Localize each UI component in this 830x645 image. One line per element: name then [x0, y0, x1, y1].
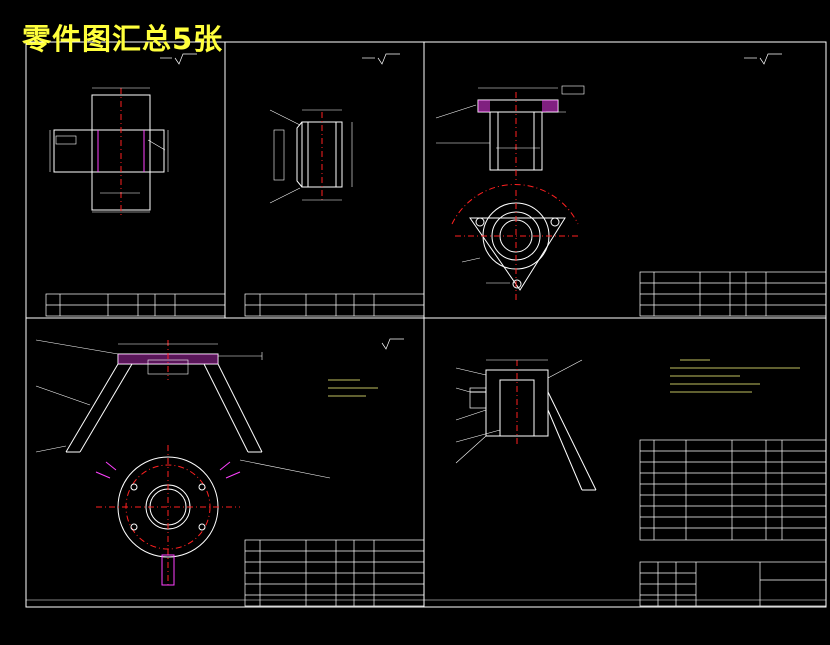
part-drawing-3	[435, 53, 782, 300]
parts-table-3	[639, 271, 827, 317]
parts-table-5	[639, 439, 827, 541]
sheet-frames	[25, 41, 827, 608]
part-drawing-2	[269, 53, 400, 204]
parts-table-1	[45, 293, 226, 317]
technical-notes	[328, 359, 800, 397]
part-drawing-5	[455, 359, 597, 491]
parts-table-4	[244, 539, 425, 607]
part-drawing-1	[49, 53, 197, 218]
parts-table-2	[244, 293, 425, 317]
part-drawing-4	[35, 338, 404, 586]
title-block	[639, 561, 827, 607]
page-title: 零件图汇总5张	[22, 22, 224, 56]
